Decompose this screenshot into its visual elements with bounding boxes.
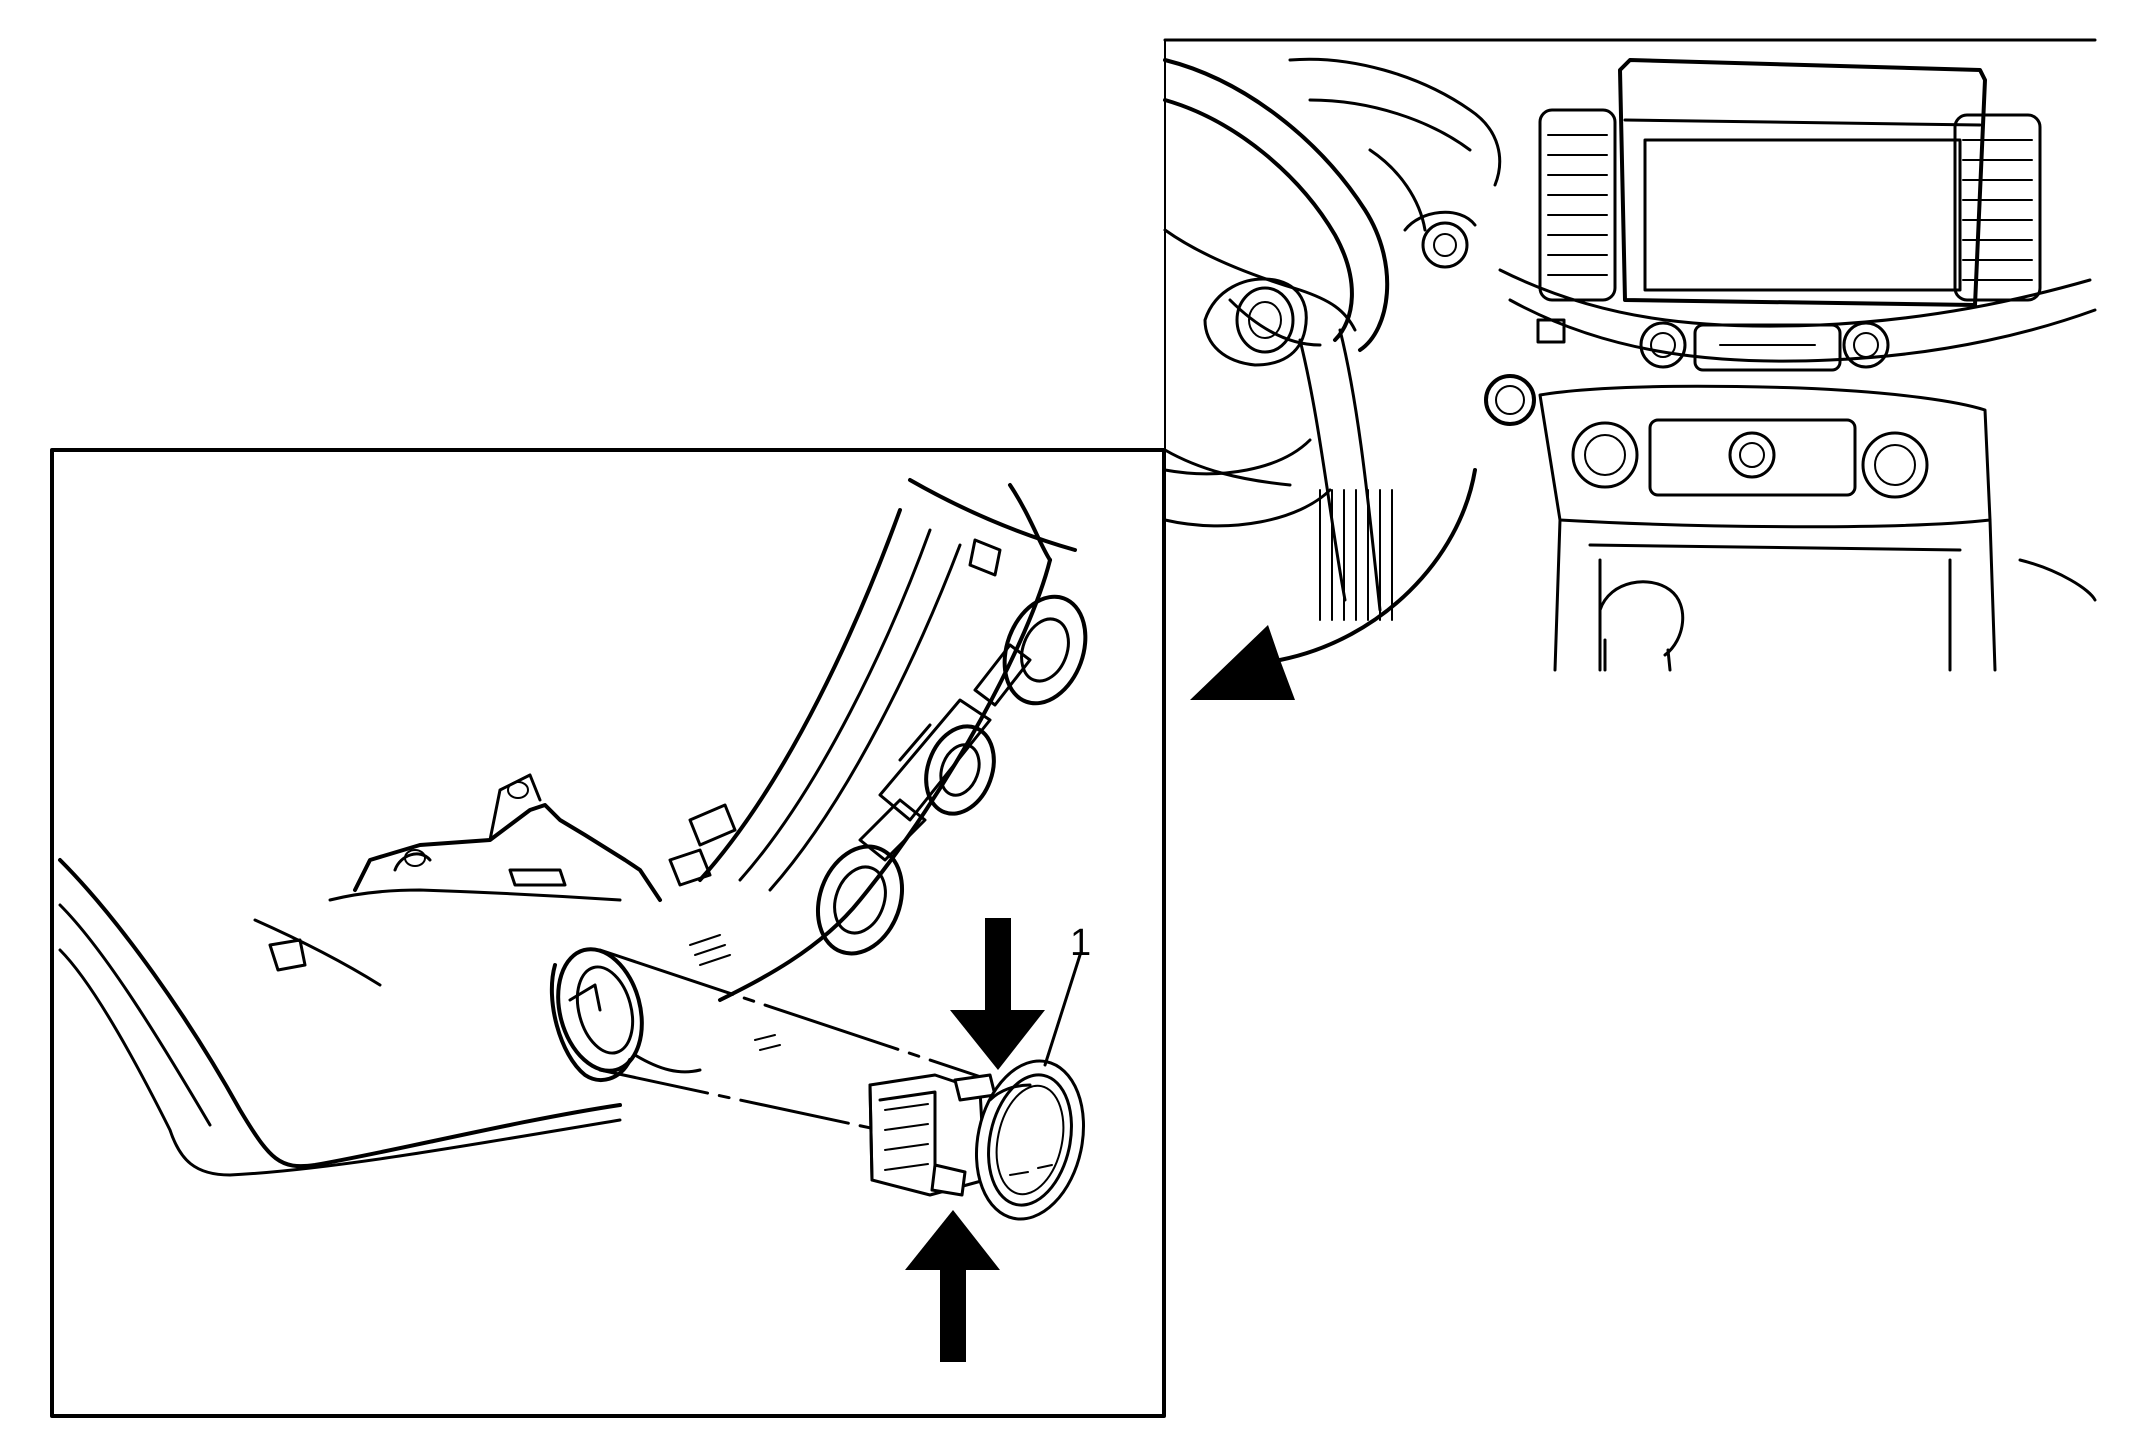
callout-1: 1 <box>1043 922 1091 1067</box>
dashboard-overview <box>1163 38 2097 672</box>
detail-frame <box>50 448 1166 1418</box>
up-arrow <box>905 1210 1000 1362</box>
callout-label: 1 <box>1070 922 1091 964</box>
detail-assembly <box>58 478 1088 1177</box>
power-outlet-component <box>868 1059 1086 1221</box>
down-arrow <box>950 918 1045 1070</box>
detail-link-arrow <box>1190 468 1477 700</box>
